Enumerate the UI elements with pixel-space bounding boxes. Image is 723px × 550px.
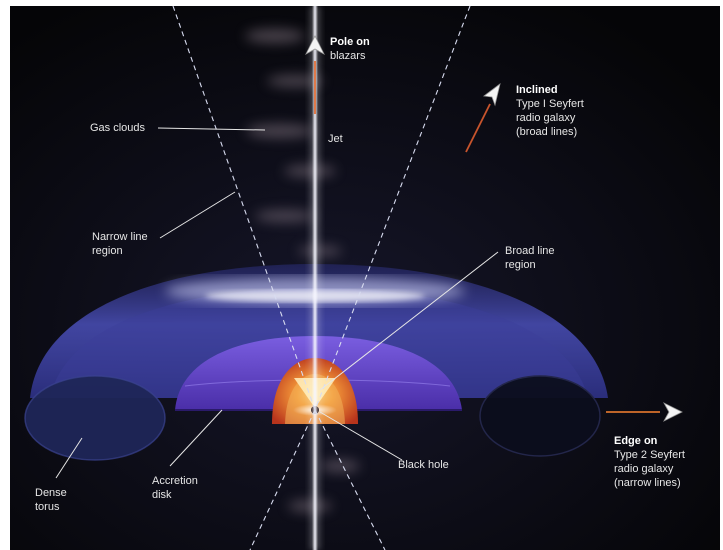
accretion-disk-line-1: Accretion [152, 475, 198, 487]
narrow-line-line-2: region [92, 245, 123, 257]
edge-on-viewer-arrow-icon [606, 402, 683, 422]
edge-on-label: Edge on Type 2 Seyfert radio galaxy (nar… [614, 434, 685, 490]
inclined-heading: Inclined [516, 84, 558, 96]
inclined-viewer-arrow-icon [465, 83, 501, 153]
agn-illustration [10, 6, 720, 550]
edge-on-heading: Edge on [614, 435, 658, 447]
broad-line-line-1: Broad line [505, 245, 555, 257]
inclined-line-3: (broad lines) [516, 126, 578, 138]
accretion-disk-label: Accretion disk [152, 474, 198, 502]
inclined-label: Inclined Type I Seyfert radio galaxy (br… [516, 83, 584, 139]
dense-torus-line-1: Dense [35, 487, 67, 499]
jet-label: Jet [328, 133, 343, 145]
pole-on-viewer-arrow-icon [305, 35, 325, 114]
pole-on-heading: Pole on [330, 36, 370, 48]
dense-torus-line-2: torus [35, 501, 60, 513]
accretion-disk-line-2: disk [152, 489, 172, 501]
viewing-cone-lines [172, 6, 471, 550]
jet-beam [307, 6, 323, 550]
broad-line-region-label: Broad line region [505, 244, 555, 272]
edge-on-line-3: (narrow lines) [614, 477, 681, 489]
leader-lines [55, 127, 499, 479]
broad-line-line-2: region [505, 259, 536, 271]
inclined-line-1: Type I Seyfert [516, 98, 584, 110]
pole-on-label: Pole on blazars [330, 35, 370, 63]
dense-torus-label: Dense torus [35, 486, 67, 514]
edge-on-line-2: radio galaxy [614, 463, 674, 475]
narrow-line-line-1: Narrow line [92, 231, 148, 243]
agn-diagram: Pole on blazars Inclined Type I Seyfert … [10, 6, 720, 550]
inclined-line-2: radio galaxy [516, 112, 576, 124]
edge-on-line-1: Type 2 Seyfert [614, 449, 685, 461]
black-hole-label: Black hole [398, 459, 449, 471]
narrow-line-region-label: Narrow line region [92, 230, 148, 258]
pole-on-subtitle: blazars [330, 50, 366, 62]
gas-clouds-label: Gas clouds [90, 122, 146, 134]
